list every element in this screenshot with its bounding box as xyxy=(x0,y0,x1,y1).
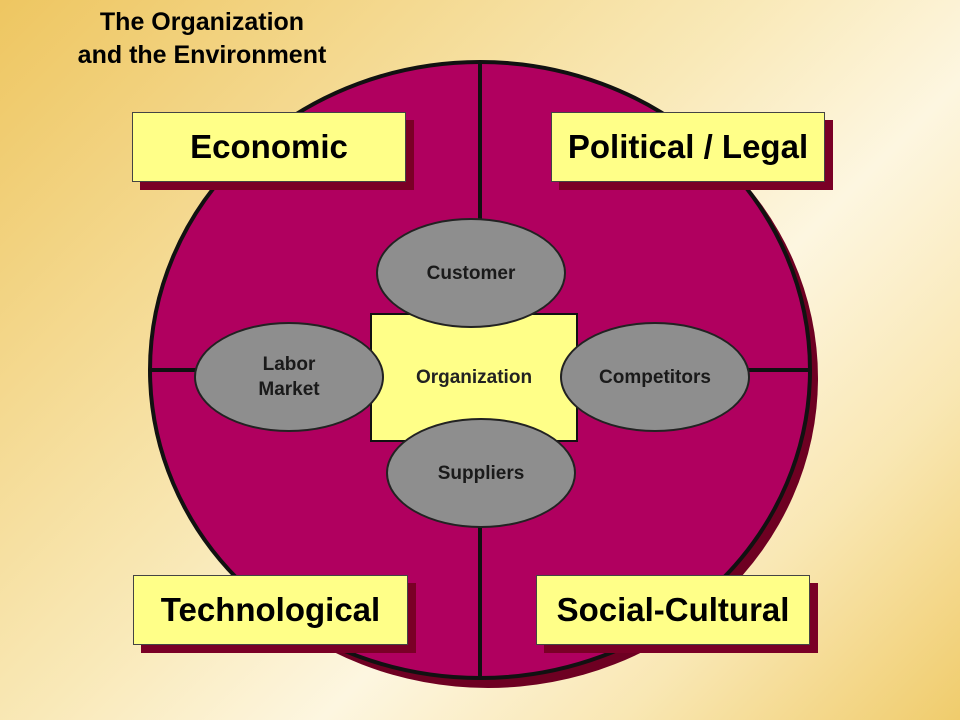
sector-social-cultural: Social-Cultural xyxy=(536,575,810,645)
labor-market-line-2: Market xyxy=(258,379,320,400)
title-line-1: The Organization xyxy=(99,8,305,36)
title-line-2: and the Environment xyxy=(77,41,327,69)
stakeholder-customer: Customer xyxy=(376,218,566,328)
labor-market-line-1: Labor xyxy=(262,354,316,375)
stakeholder-labor-market: Labor Market xyxy=(194,322,384,432)
stakeholder-suppliers: Suppliers xyxy=(386,418,576,528)
sector-political-legal: Political / Legal xyxy=(551,112,825,182)
sector-economic: Economic xyxy=(132,112,406,182)
sector-technological: Technological xyxy=(133,575,408,645)
stakeholder-competitors: Competitors xyxy=(560,322,750,432)
page-title: The Organization and the Environment xyxy=(22,6,382,72)
